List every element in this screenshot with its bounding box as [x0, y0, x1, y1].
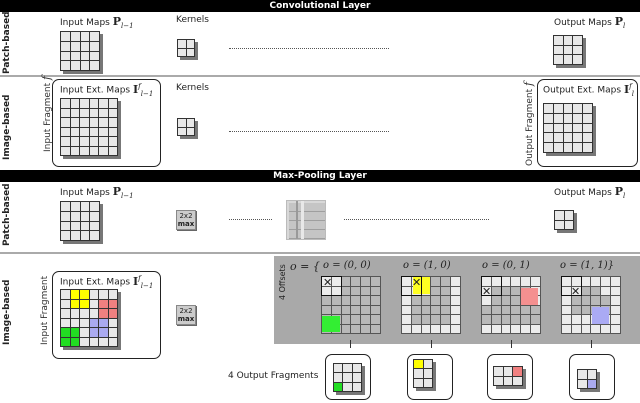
conv-image-dots: [229, 131, 389, 132]
conv-patch-output-text: Output Maps: [554, 18, 612, 28]
offsets-label: 4 Offsets: [278, 264, 287, 300]
pool-patch-overlay-grid: [286, 200, 326, 240]
op-size: 2x2: [179, 212, 193, 220]
x-mark-icon: ✕: [412, 276, 422, 289]
offset-label-1: o = (1, 0): [403, 260, 451, 271]
offset-label-2: o = (0, 1): [482, 260, 530, 271]
offset-2-window: [481, 276, 502, 296]
conv-image-row-label: Image-based: [2, 94, 12, 160]
op-type: max: [177, 315, 195, 323]
pool-patch-maxpool-op: 2x2 max: [176, 210, 196, 230]
conv-image-output-text: Output Ext. Maps: [543, 85, 622, 96]
conv-patch-input-label: Input Maps Pl−1: [60, 15, 134, 30]
pool-image-maxpool-op: 2x2 max: [176, 305, 196, 325]
op-type: max: [177, 220, 195, 228]
conv-output-fragment-label: Output Fragment f: [522, 82, 535, 166]
connector-tick: [591, 340, 592, 348]
pool-image-input-symbol: Ifl−1: [133, 274, 154, 290]
pool-patch-input-text: Input Maps: [60, 188, 110, 198]
conv-image-input-symbol: Ifl−1: [133, 82, 154, 98]
output-fragment-0-grid: [333, 363, 362, 392]
offset-grid-0: [321, 276, 381, 334]
conv-output-fragment-text: Output Fragment: [525, 88, 535, 166]
pool-input-fragment-label: Input Fragment: [40, 275, 50, 345]
pool-patch-input-label: Input Maps Pl−1: [60, 185, 134, 200]
fragment-var: f: [40, 75, 53, 80]
fragment-var: f: [522, 81, 535, 86]
conv-patch-input-grid: [60, 31, 100, 71]
conv-patch-dots: [229, 48, 389, 49]
connector-tick: [431, 340, 432, 348]
conv-image-output-symbol: Ifl: [623, 82, 634, 98]
conv-image-input-label: Input Ext. Maps Ifl−1: [60, 82, 153, 98]
connector-tick: [511, 340, 512, 348]
x-mark-icon: ✕: [571, 285, 581, 298]
conv-patch-row-label: Patch-based: [2, 11, 12, 74]
conv-patch-kernels-label: Kernels: [176, 15, 209, 25]
conv-image-output-label: Output Ext. Maps Ifl: [543, 82, 634, 98]
divider: [0, 252, 640, 254]
connector-tick: [350, 340, 351, 348]
x-mark-icon: ✕: [482, 285, 492, 298]
output-fragment-3-grid: [577, 369, 597, 389]
op-size: 2x2: [179, 307, 193, 315]
offset-3-window: [561, 276, 582, 296]
offset-label-3: o = (1, 1)}: [560, 260, 615, 271]
x-mark-icon: ✕: [323, 276, 333, 289]
conv-patch-kernel-grid: [177, 39, 195, 57]
offset-3-blue-block: [592, 307, 609, 324]
conv-image-output-grid: [543, 103, 593, 153]
pool-patch-output-text: Output Maps: [554, 188, 612, 198]
conv-layer-header: Convolutional Layer: [0, 0, 640, 12]
pool-layer-header: Max-Pooling Layer: [0, 170, 640, 182]
pool-patch-input-grid: [60, 201, 100, 241]
conv-patch-input-symbol: Pl−1: [112, 15, 134, 31]
pool-patch-output-grid: [554, 210, 574, 230]
pool-patch-output-symbol: Pl: [614, 185, 626, 201]
pool-image-row-label: Image-based: [2, 279, 12, 345]
pool-image-input-grid: [60, 289, 118, 347]
pool-patch-output-label: Output Maps Pl: [554, 185, 625, 200]
conv-image-kernels-label: Kernels: [176, 83, 209, 93]
pool-patch-input-symbol: Pl−1: [112, 185, 134, 201]
pool-patch-dots-1: [229, 219, 272, 220]
pool-image-input-text: Input Ext. Maps: [60, 277, 131, 288]
conv-image-input-text: Input Ext. Maps: [60, 85, 131, 96]
offset-grid-2: [481, 276, 541, 334]
offset-0-green-block: [322, 316, 340, 332]
output-fragment-2-grid: [493, 366, 523, 386]
conv-patch-output-symbol: Pl: [614, 15, 626, 31]
divider: [0, 75, 640, 77]
pool-image-input-label: Input Ext. Maps Ifl−1: [60, 274, 153, 290]
conv-patch-output-grid: [553, 35, 583, 65]
offset-1-window: [401, 276, 422, 296]
offsets-set-prefix: o = {: [290, 260, 320, 273]
output-fragment-1-grid: [413, 359, 433, 388]
conv-image-input-grid: [60, 98, 118, 156]
conv-image-kernel-grid: [177, 118, 195, 136]
pool-patch-row-label: Patch-based: [2, 183, 12, 246]
output-fragments-label: 4 Output Fragments: [228, 371, 319, 381]
conv-patch-input-text: Input Maps: [60, 18, 110, 28]
offset-2-red-block: [521, 288, 538, 305]
offset-label-0: o = (0, 0): [323, 260, 371, 271]
pool-patch-dots-2: [344, 219, 489, 220]
conv-patch-output-label: Output Maps Pl: [554, 15, 625, 30]
offset-0-window: [321, 276, 342, 296]
